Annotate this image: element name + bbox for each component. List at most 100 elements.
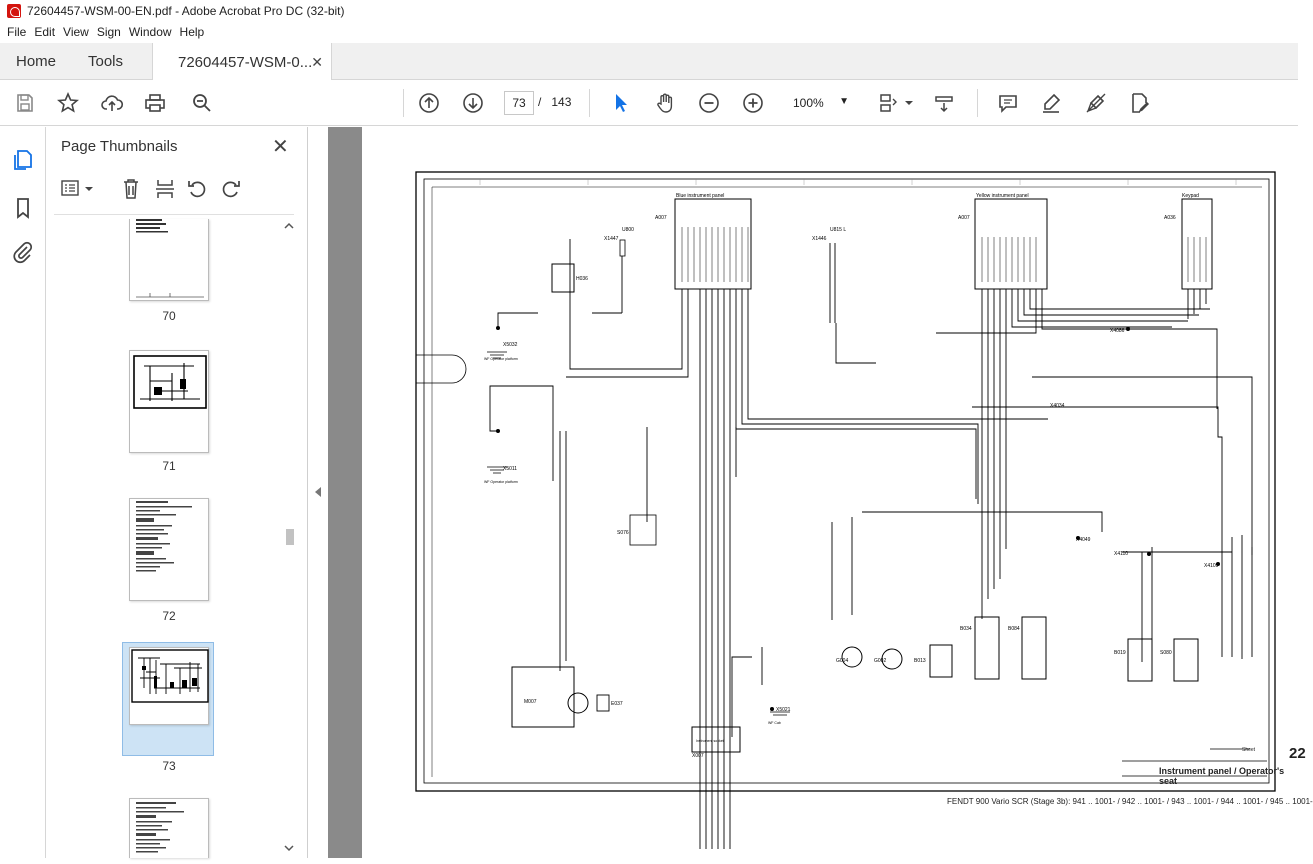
sheet-title: Instrument panel / Operator's seat	[1159, 766, 1285, 786]
a036-label: A036	[1164, 215, 1176, 221]
page-total-value: 143	[551, 95, 572, 109]
toolbar-separator	[977, 89, 978, 117]
tab-tools[interactable]: Tools	[88, 53, 124, 70]
zoom-dropdown-icon: ▼	[839, 96, 849, 107]
page-number-input[interactable]: 73	[504, 91, 534, 115]
thumbnail-label-71: 71	[162, 459, 176, 473]
panel-divider	[54, 214, 294, 215]
toolbar	[0, 80, 1298, 126]
x5021-label: X5021	[776, 707, 791, 713]
tab-home[interactable]: Home	[16, 53, 57, 70]
x1446-label: X1446	[812, 236, 827, 242]
comment-icon[interactable]	[995, 90, 1021, 116]
zoom-level-value: 100%	[793, 96, 824, 110]
menu-file[interactable]: File	[7, 25, 27, 39]
upload-cloud-icon[interactable]	[99, 90, 125, 116]
tab-document[interactable]: 72604457-WSM-0... ✕	[152, 43, 332, 81]
b034-label: B034	[960, 626, 972, 632]
panel-title: Page Thumbnails	[61, 138, 178, 155]
b019-label: B019	[1114, 650, 1126, 656]
sheet-number: 22	[1289, 745, 1306, 762]
navigation-rail	[0, 127, 46, 858]
delete-pages-icon[interactable]	[120, 177, 142, 201]
menu-window[interactable]: Window	[128, 25, 172, 39]
previous-page-icon[interactable]	[416, 90, 442, 116]
edit-pdf-icon[interactable]	[1127, 90, 1153, 116]
page-separator: /	[538, 95, 542, 109]
menu-view[interactable]: View	[63, 25, 89, 39]
x4109-label: X4109	[1204, 563, 1219, 569]
zoom-level-select[interactable]: 100% ▼	[785, 91, 855, 115]
thumbnails-scrollbar[interactable]	[282, 219, 296, 855]
close-tab-icon[interactable]: ✕	[311, 54, 323, 70]
document-footer: FENDT 900 Vario SCR (Stage 3b): 941 .. 1…	[947, 797, 1313, 806]
menu-help[interactable]: Help	[179, 25, 205, 39]
title-bar: 72604457-WSM-00-EN.pdf - Adobe Acrobat P…	[0, 0, 1298, 22]
collapse-arrow-icon[interactable]	[315, 487, 321, 497]
yellow-panel-label: Yellow instrument panel	[976, 193, 1029, 199]
zoom-in-icon[interactable]	[740, 90, 766, 116]
page-thumbnail-70[interactable]	[129, 219, 209, 301]
page-thumbnail-73[interactable]	[129, 647, 209, 725]
document-viewport[interactable]: Blue instrument panel Yellow instrument …	[328, 127, 1313, 858]
x4034-label: X4034	[1050, 403, 1065, 409]
a007-label: A007	[655, 215, 667, 221]
u800-label: U800	[622, 227, 634, 233]
operator-platform-label-1: WF Operator platform	[484, 357, 518, 361]
menu-edit[interactable]: Edit	[34, 25, 56, 39]
hand-tool-icon[interactable]	[653, 90, 679, 116]
zoom-search-icon[interactable]	[189, 90, 215, 116]
instrument-socket-label: Instrument socket	[696, 739, 724, 743]
g004-label: G004	[836, 658, 848, 664]
page-thumbnail-72[interactable]	[129, 498, 209, 601]
thumbnail-tools	[56, 175, 296, 205]
scrollbar-thumb[interactable]	[286, 529, 294, 545]
rotate-clockwise-icon[interactable]	[220, 177, 242, 201]
scroll-down-icon[interactable]	[282, 841, 296, 855]
thumbnail-label-73: 73	[162, 759, 176, 773]
next-page-icon[interactable]	[460, 90, 486, 116]
sheet-label: Sheet	[1242, 747, 1256, 753]
toolbar-separator	[403, 89, 404, 117]
wf-cab-label: WF Cab	[768, 721, 781, 725]
tab-bar: Home Tools 72604457-WSM-0... ✕	[0, 43, 1298, 81]
page-thumbnails-icon[interactable]	[10, 147, 36, 173]
m007-label: M007	[524, 699, 537, 705]
insert-pages-icon[interactable]	[154, 177, 176, 201]
bookmarks-icon[interactable]	[10, 195, 36, 221]
page-thumbnail-71[interactable]	[129, 350, 209, 453]
page-thumbnail-74[interactable]	[129, 798, 209, 858]
x4049-label: X4049	[1076, 537, 1091, 543]
save-icon[interactable]	[12, 90, 38, 116]
rotate-counterclockwise-icon[interactable]	[186, 177, 208, 201]
menu-sign[interactable]: Sign	[96, 25, 121, 39]
fit-dropdown-icon[interactable]	[903, 90, 915, 116]
scroll-mode-icon[interactable]	[931, 90, 957, 116]
e037-label: E037	[611, 701, 623, 707]
select-cursor-icon[interactable]	[608, 90, 634, 116]
menu-bar: File Edit View Sign Window Help	[0, 22, 1298, 42]
thumbnails-panel: Page Thumbnails ✕ 70	[46, 127, 308, 858]
thumbnail-label-72: 72	[162, 609, 176, 623]
keypad-label: Keypad	[1182, 193, 1199, 199]
highlight-pen-icon[interactable]	[1038, 90, 1064, 116]
print-icon[interactable]	[142, 90, 168, 116]
a007b-label: A007	[958, 215, 970, 221]
wiring-schematic: Blue instrument panel Yellow instrument …	[415, 171, 1276, 849]
scroll-up-icon[interactable]	[282, 219, 296, 233]
attachments-icon[interactable]	[10, 239, 36, 265]
s080-label: S080	[1160, 650, 1172, 656]
panel-collapse-handle[interactable]	[308, 127, 328, 858]
x4110-label: X4110	[1114, 551, 1128, 557]
thumbnail-label-70: 70	[162, 309, 176, 323]
close-panel-icon[interactable]: ✕	[272, 136, 289, 158]
b013-label: B013	[914, 658, 926, 664]
fit-page-icon[interactable]	[875, 90, 901, 116]
acrobat-logo-icon	[7, 4, 21, 18]
sign-pen-icon[interactable]	[1083, 90, 1109, 116]
pdf-page: Blue instrument panel Yellow instrument …	[362, 127, 1313, 858]
thumbnail-options-icon[interactable]	[59, 178, 95, 200]
bookmark-star-icon[interactable]	[55, 90, 81, 116]
zoom-out-icon[interactable]	[696, 90, 722, 116]
